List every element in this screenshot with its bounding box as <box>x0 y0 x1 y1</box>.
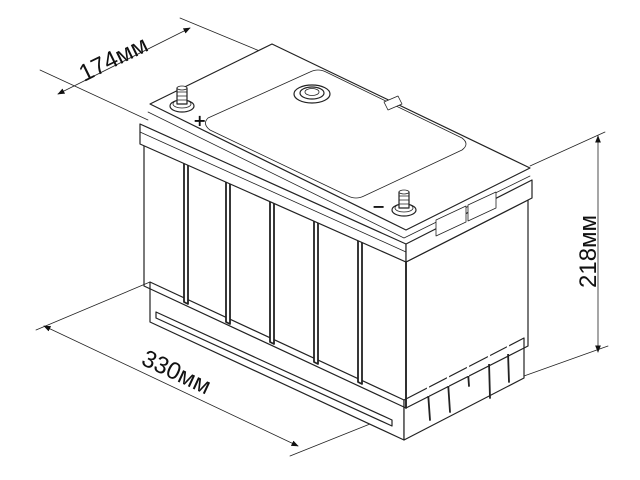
extension-line <box>529 131 606 167</box>
dimension-height: 218мм <box>523 131 609 377</box>
length-label: 330мм <box>137 345 215 400</box>
dimension-length: 330мм <box>35 281 401 457</box>
height-label: 218мм <box>575 215 602 288</box>
positive-symbol: + <box>193 111 206 130</box>
negative-symbol: − <box>372 197 385 216</box>
dimension-arrow <box>43 325 299 447</box>
width-label: 174мм <box>75 31 152 87</box>
negative-terminal: − <box>372 189 417 217</box>
extension-line <box>523 345 609 377</box>
lid-tabs <box>383 95 497 237</box>
side-ribs <box>426 212 510 396</box>
base-side <box>403 337 525 441</box>
positive-terminal: + <box>169 85 206 130</box>
vent-cap <box>293 84 331 104</box>
base-front <box>149 281 405 441</box>
extension-line <box>179 17 263 53</box>
base-ledge <box>155 311 393 427</box>
lid-center-panel <box>205 69 467 199</box>
extension-line <box>35 281 151 331</box>
battery: + − <box>139 43 533 441</box>
dimension-arrow <box>57 27 191 95</box>
